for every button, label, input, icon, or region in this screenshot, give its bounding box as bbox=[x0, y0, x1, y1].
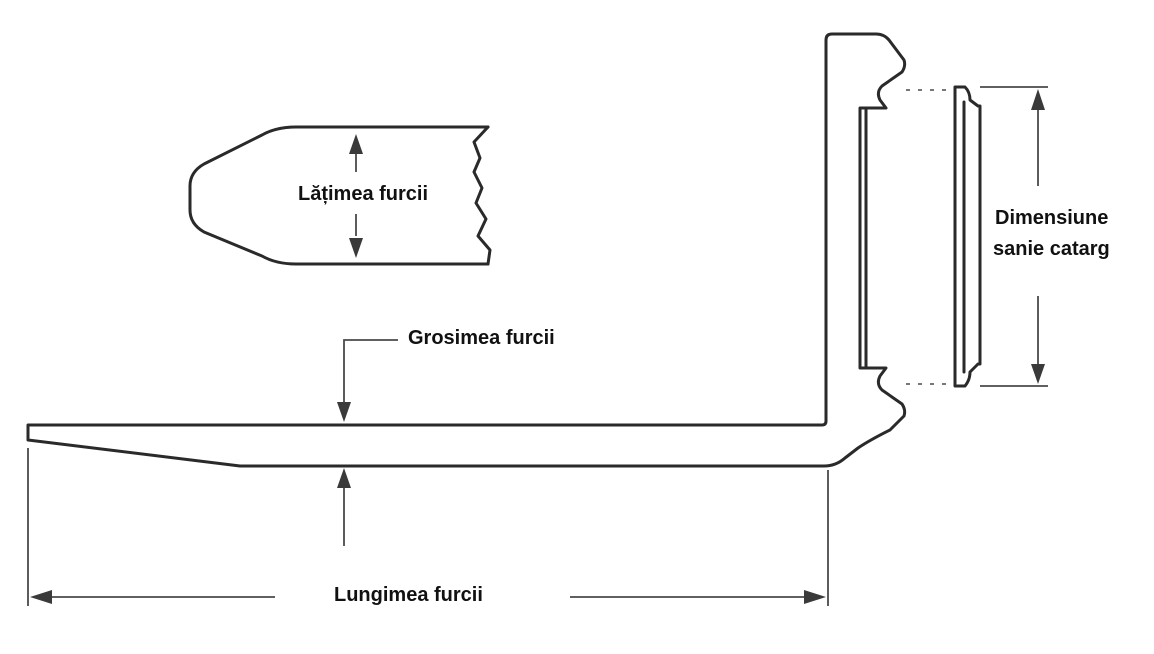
alignment-dotted-lines bbox=[906, 86, 1048, 387]
carriage-label-line2: sanie catarg bbox=[993, 238, 1110, 260]
carriage-label-line1: Dimensiune bbox=[995, 207, 1108, 229]
fork-side-profile bbox=[26, 32, 907, 468]
thickness-dimension bbox=[337, 339, 398, 546]
mast-carriage-profile bbox=[953, 85, 982, 388]
thickness-label: Grosimea furcii bbox=[408, 327, 555, 349]
length-dimension bbox=[27, 448, 829, 606]
length-label: Lungimea furcii bbox=[334, 584, 483, 606]
width-label: Lățimea furcii bbox=[298, 183, 428, 205]
width-dimension bbox=[349, 134, 363, 258]
fork-tip-top-view bbox=[188, 125, 492, 266]
carriage-dimension bbox=[1031, 89, 1045, 384]
